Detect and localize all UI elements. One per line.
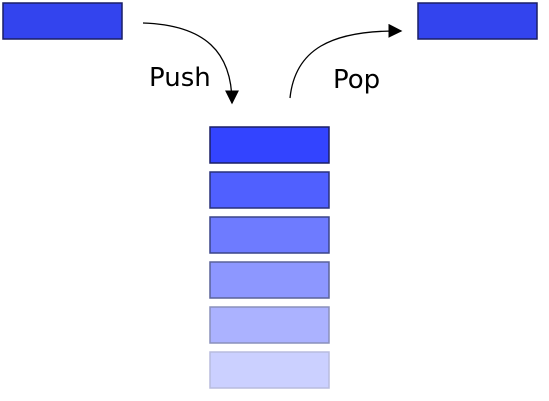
pop-arrow <box>289 23 403 99</box>
stack-item <box>209 261 330 299</box>
outgoing-element <box>417 2 538 40</box>
stack-item <box>209 216 330 254</box>
pop-label: Pop <box>333 65 380 95</box>
stack-item <box>209 171 330 209</box>
stack-item <box>209 126 330 164</box>
stack <box>209 126 330 389</box>
stack-item <box>209 306 330 344</box>
stack-item <box>209 351 330 389</box>
incoming-element <box>2 2 123 40</box>
push-label: Push <box>149 63 211 93</box>
push-arrow <box>142 22 239 105</box>
